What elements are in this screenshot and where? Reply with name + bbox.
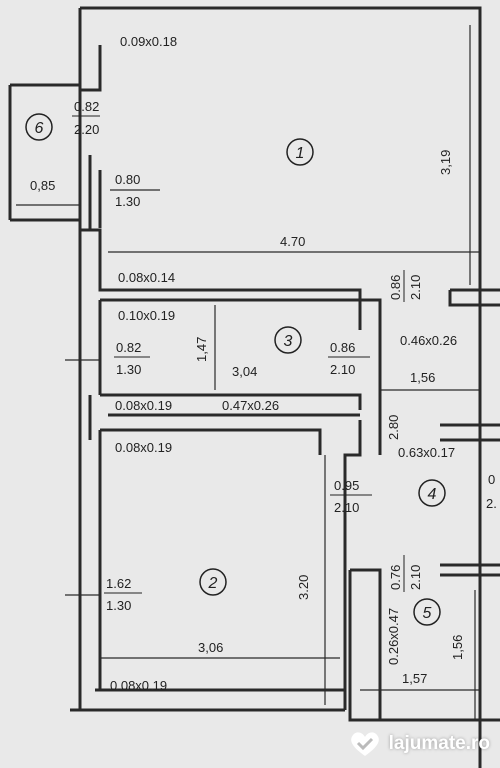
walls <box>8 6 500 768</box>
dim-label: 0.82 <box>116 340 141 355</box>
dim-label: 2.80 <box>386 415 401 440</box>
dim-label: 1,56 <box>410 370 435 385</box>
room-5-label: 5 <box>423 605 432 622</box>
dim-label: 0.82 <box>74 99 99 114</box>
dim-label: 3,04 <box>232 364 257 379</box>
dim-label: 2.10 <box>330 362 355 377</box>
dim-label: 0.46x0.26 <box>400 333 457 348</box>
dim-label: 0.86 <box>388 275 403 300</box>
dim-label: 0.08x0.19 <box>115 398 172 413</box>
dim-label: 3.20 <box>296 575 311 600</box>
room-3-label: 3 <box>284 333 293 350</box>
dim-label: 0.08x0.19 <box>115 440 172 455</box>
dim-label: 0.08x0.14 <box>118 270 175 285</box>
watermark-text: lajumate.ro <box>388 733 490 754</box>
dim-label: 1,47 <box>194 337 209 362</box>
dim-label: 1.30 <box>116 362 141 377</box>
dim-label: 0.86 <box>330 340 355 355</box>
dim-label: 2.20 <box>74 122 99 137</box>
room-markers <box>25 113 446 626</box>
heart-check-icon <box>350 732 379 756</box>
dim-label: 0.09x0.18 <box>120 34 177 49</box>
dim-label: 0.80 <box>115 172 140 187</box>
dim-label: 2.10 <box>334 500 359 515</box>
dim-label: 0.08x0.19 <box>110 678 167 693</box>
dim-label: 2.10 <box>408 275 423 300</box>
dim-label: 3,06 <box>198 640 223 655</box>
dim-label: 1,57 <box>402 671 427 686</box>
dim-label: 1.30 <box>106 598 131 613</box>
dim-label: 1,56 <box>450 635 465 660</box>
dim-label: 0.63x0.17 <box>398 445 455 460</box>
dim-label: 0.95 <box>334 478 359 493</box>
dim-label: 1.62 <box>106 576 131 591</box>
dim-label: 2. <box>486 496 497 511</box>
dim-label: 1.30 <box>115 194 140 209</box>
dim-label: 0.26x0.47 <box>386 608 401 665</box>
watermark: lajumate.ro <box>347 730 490 758</box>
room-4-label: 4 <box>428 486 437 503</box>
room-numbers: 1 2 3 4 5 6 <box>35 120 437 622</box>
dimension-labels: 0.09x0.18 0.82 2.20 0,85 0.80 1.30 3,19 … <box>30 34 497 693</box>
dim-label: 0.76 <box>388 565 403 590</box>
dim-label: 0,85 <box>30 178 55 193</box>
room-6-label: 6 <box>35 120 44 137</box>
dim-label: 4.70 <box>280 234 305 249</box>
dim-label: 0.10x0.19 <box>118 308 175 323</box>
dim-label: 0 <box>488 472 495 487</box>
dim-label: 2.10 <box>408 565 423 590</box>
dim-label: 3,19 <box>438 150 453 175</box>
room-2-label: 2 <box>208 575 218 592</box>
dim-label: 0.47x0.26 <box>222 398 279 413</box>
dimension-lines <box>16 25 480 720</box>
room-1-label: 1 <box>296 145 305 162</box>
